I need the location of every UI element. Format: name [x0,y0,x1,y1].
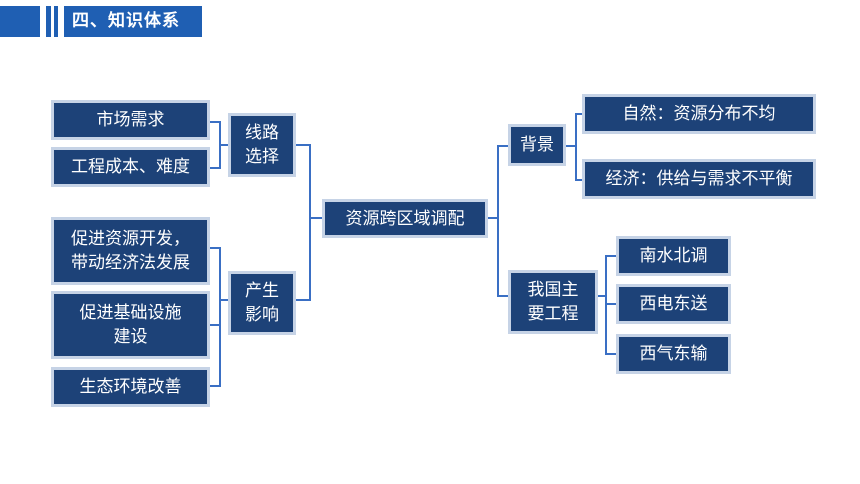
connector-left-center [296,144,322,301]
connector-impact [210,247,228,387]
node-impact: 产生 影响 [228,271,296,335]
node-infrastructure: 促进基础设施 建设 [51,291,210,359]
node-ecology: 生态环境改善 [51,367,210,407]
node-route-choice: 线路 选择 [228,113,296,177]
node-background: 背景 [508,124,566,166]
node-south-water-north: 南水北调 [616,236,731,276]
node-resource-development: 促进资源开发， 带动经济法发展 [51,217,210,285]
page-title: 四、知识体系 [64,6,202,37]
connector-projects [598,255,616,355]
connector-center-right [488,145,508,297]
node-engineering-cost: 工程成本、难度 [51,147,210,187]
node-west-gas-east: 西气东输 [616,334,731,374]
node-market-demand: 市场需求 [51,100,210,140]
header-accent-bar-thin-2 [54,6,58,37]
connector-route-choice [210,121,228,169]
node-nature: 自然：资源分布不均 [582,94,816,134]
node-projects: 我国主 要工程 [508,270,598,334]
header-accent-bar-left [0,6,40,37]
node-west-power-east: 西电东送 [616,284,731,324]
node-center: 资源跨区域调配 [322,199,488,238]
header-accent-bar-thin [46,6,51,37]
connector-background [566,113,582,181]
node-economy: 经济：供给与需求不平衡 [582,159,816,199]
